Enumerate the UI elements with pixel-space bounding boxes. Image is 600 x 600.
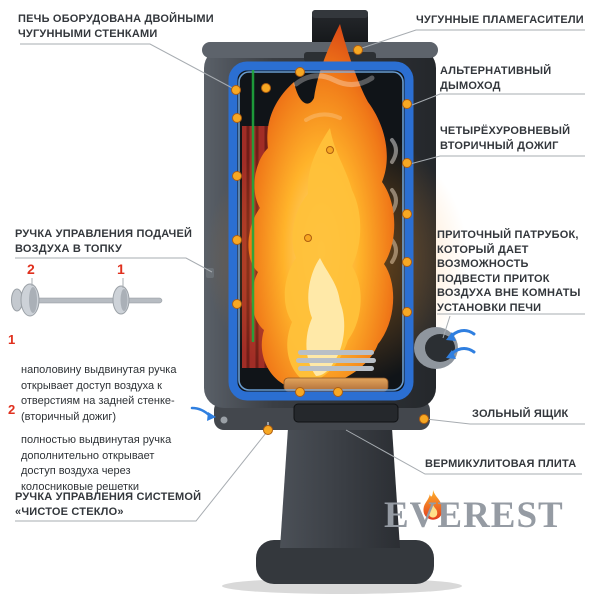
smoke-wisps bbox=[293, 73, 375, 122]
flame-icon bbox=[423, 490, 443, 520]
note-2-number: 2 bbox=[8, 402, 16, 417]
note-1-number: 1 bbox=[8, 332, 16, 347]
label-air-control: РУЧКА УПРАВЛЕНИЯ ПОДАЧЕЙ ВОЗДУХА В ТОПКУ bbox=[15, 228, 193, 255]
callout-lines bbox=[15, 29, 585, 522]
flames bbox=[204, 24, 468, 390]
handles-art bbox=[11, 283, 163, 317]
blue-frame bbox=[228, 61, 414, 401]
note-handle-position-1: 1 наполовину выдвинутая ручка открывает … bbox=[8, 332, 215, 426]
everest-logo: EVEREST bbox=[384, 490, 596, 549]
note-handle-position-2: 2 полностью выдвинутая ручка дополнитель… bbox=[8, 402, 215, 496]
handle-number-1: 1 bbox=[117, 261, 125, 277]
firebox bbox=[204, 24, 468, 423]
label-secondary-afterburn: ЧЕТЫРЁХУРОВНЕВЫЙ ВТОРИЧНЫЙ ДОЖИГ bbox=[440, 125, 571, 152]
ash-drawer bbox=[293, 403, 399, 423]
label-clean-glass: РУЧКА УПРАВЛЕНИЯ СИСТЕМОЙ «ЧИСТОЕ СТЕКЛО… bbox=[15, 491, 202, 518]
label-ash-box: ЗОЛЬНЫЙ ЯЩИК bbox=[472, 408, 569, 420]
rivet-dots bbox=[231, 45, 429, 435]
note-1-text: наполовину выдвинутая ручка открывает до… bbox=[21, 364, 177, 424]
grate bbox=[296, 350, 376, 371]
label-double-walls: ПЕЧЬ ОБОРУДОВАНА ДВОЙНЫМИ ЧУГУННЫМИ СТЕН… bbox=[18, 13, 214, 40]
air-arrows bbox=[190, 406, 216, 421]
logo-text: EVEREST bbox=[384, 495, 564, 536]
label-inlet-pipe: ПРИТОЧНЫЙ ПАТРУБОК, КОТОРЫЙ ДАЕТ ВОЗМОЖН… bbox=[437, 229, 581, 314]
inlet-pipe-art bbox=[414, 327, 476, 369]
label-flame-arresters: ЧУГУННЫЕ ПЛАМЕГАСИТЕЛИ bbox=[416, 14, 584, 26]
label-vermiculite-plate: ВЕРМИКУЛИТОВАЯ ПЛИТА bbox=[425, 458, 577, 470]
label-alt-chimney: АЛЬТЕРНАТИВНЫЙ ДЫМОХОД bbox=[440, 65, 552, 92]
handle-number-2: 2 bbox=[27, 261, 35, 277]
note-2-text: полностью выдвинутая ручка дополнительно… bbox=[21, 434, 172, 494]
